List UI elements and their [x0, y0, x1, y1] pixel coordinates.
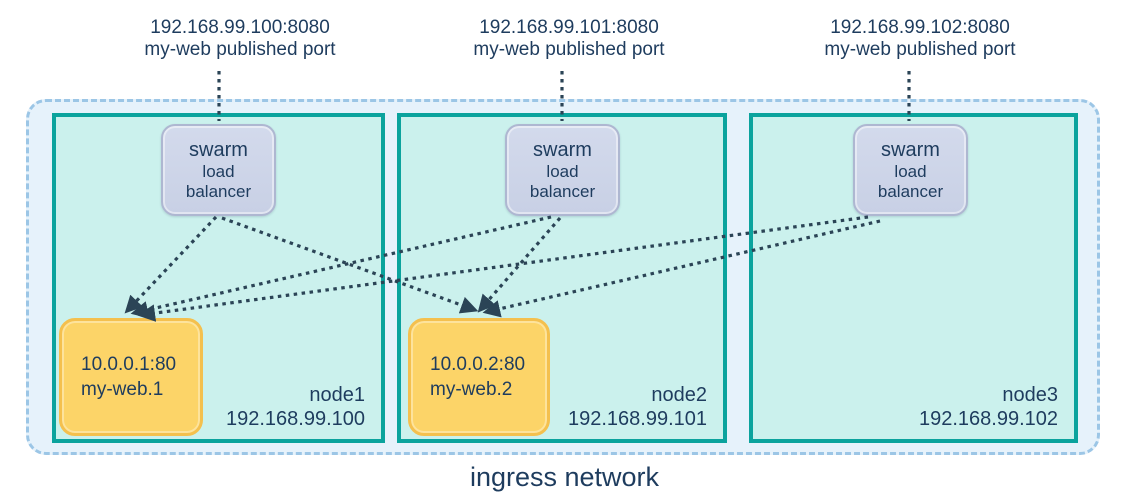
node-ip: 192.168.99.102 — [918, 408, 1058, 430]
published-port-caption: my-web published port — [473, 39, 665, 60]
load-balancer-label: load — [546, 161, 579, 181]
load-balancer-label: balancer — [877, 181, 944, 201]
published-port-address: 192.168.99.100:8080 — [150, 17, 330, 38]
published-port-caption: my-web published port — [144, 39, 336, 60]
node-name: node1 — [309, 384, 365, 406]
task-name: my-web.1 — [81, 379, 164, 400]
load-balancer-label: load — [202, 161, 235, 181]
node-label-node2: node2 192.168.99.101 — [568, 383, 707, 431]
swarm-load-balancer-node2: swarm load balancer — [505, 124, 620, 216]
published-port-label-2: 192.168.99.101:8080 my-web published por… — [409, 17, 729, 61]
swarm-load-balancer-node1: swarm load balancer — [161, 124, 276, 216]
published-port-address: 192.168.99.101:8080 — [479, 17, 659, 38]
swarm-load-balancer-node3: swarm load balancer — [853, 124, 968, 216]
load-balancer-label: load — [894, 161, 927, 181]
task-address: 10.0.0.2:80 — [430, 354, 526, 375]
ingress-network-label: ingress network — [469, 462, 660, 492]
node-name: node2 — [651, 384, 707, 406]
published-port-label-1: 192.168.99.100:8080 my-web published por… — [80, 17, 400, 61]
task-box-my-web-2: 10.0.0.2:80 my-web.2 — [408, 318, 550, 436]
node-label-node1: node1 192.168.99.100 — [226, 383, 365, 431]
node-ip: 192.168.99.100 — [225, 408, 365, 430]
published-port-address: 192.168.99.102:8080 — [830, 17, 1010, 38]
node-label-node3: node3 192.168.99.102 — [919, 383, 1058, 431]
node-ip: 192.168.99.101 — [567, 408, 707, 430]
load-balancer-label: swarm — [881, 138, 940, 161]
task-box-my-web-1: 10.0.0.1:80 my-web.1 — [59, 318, 203, 436]
task-address: 10.0.0.1:80 — [81, 354, 177, 375]
published-port-label-3: 192.168.99.102:8080 my-web published por… — [760, 17, 1080, 61]
node-box-node3: swarm load balancer node3 192.168.99.102 — [749, 113, 1078, 443]
load-balancer-label: swarm — [189, 138, 248, 161]
load-balancer-label: balancer — [185, 181, 252, 201]
load-balancer-label: balancer — [529, 181, 596, 201]
node-box-node2: swarm load balancer 10.0.0.2:80 my-web.2… — [397, 113, 727, 443]
published-port-caption: my-web published port — [824, 39, 1016, 60]
task-name: my-web.2 — [430, 379, 513, 400]
node-box-node1: swarm load balancer 10.0.0.1:80 my-web.1… — [52, 113, 385, 443]
node-name: node3 — [1002, 384, 1058, 406]
load-balancer-label: swarm — [533, 138, 592, 161]
